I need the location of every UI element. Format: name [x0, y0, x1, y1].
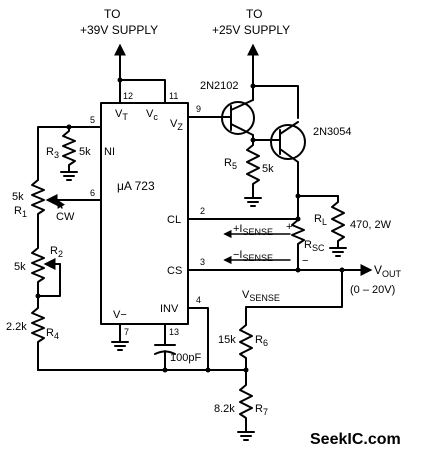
r2-value: 5k [14, 261, 26, 273]
ic-name: μA 723 [117, 179, 155, 193]
vout-range: (0 – 20V) [350, 284, 395, 296]
pin-cl-label: CL [167, 214, 181, 226]
svg-text:TO: TO [104, 7, 120, 21]
pin-9-label: 9 [196, 104, 201, 114]
r2-label: R2 [50, 245, 63, 259]
r3-label: R3 [46, 146, 59, 160]
wire-vt-vc [119, 79, 166, 104]
rsc-plus: + [286, 221, 292, 233]
resistor-r5 [246, 139, 260, 199]
ground-r3 [60, 171, 78, 181]
pin-vminus-label: V− [113, 309, 127, 321]
pin-12-label: 12 [123, 91, 133, 101]
cw-arrow [57, 199, 65, 209]
pin-6-label: 6 [90, 188, 95, 198]
svg-text:+39V SUPPLY: +39V SUPPLY [80, 23, 158, 37]
pin-7-label: 7 [124, 327, 129, 337]
pin-4-label: 4 [196, 295, 201, 305]
q2-label: 2N3054 [313, 126, 352, 138]
svg-text:TO: TO [246, 7, 262, 21]
q1-label: 2N2102 [200, 80, 239, 92]
cw-label: CW [56, 211, 75, 223]
resistor-r6 [239, 324, 253, 371]
r3-value: 5k [79, 146, 91, 158]
rsc-label: RSC [304, 239, 325, 253]
pin-13-label: 13 [169, 327, 179, 337]
junction-cs [295, 267, 301, 273]
pin-vc-label: Vc [146, 108, 158, 122]
r5-label: R5 [224, 157, 237, 171]
r6-value: 15k [218, 334, 236, 346]
rl-label: RL [314, 213, 327, 227]
junction-r2 [35, 293, 41, 299]
resistor-r1 [31, 179, 45, 241]
ground-r7 [237, 431, 255, 441]
isense-plus-label: +ISENSE [233, 223, 273, 237]
transistor-q1 [221, 99, 255, 136]
watermark: SeekIC.com [310, 431, 401, 448]
rl-value: 470, 2W [350, 219, 392, 231]
r4-label: R4 [46, 327, 59, 341]
wire-inv [187, 307, 209, 371]
isense-minus-label: −ISENSE [233, 249, 273, 263]
resistor-r3 [62, 126, 76, 173]
pin-2-label: 2 [200, 206, 205, 216]
ground-r5 [244, 197, 262, 207]
wire-ni [37, 126, 102, 181]
cap-value: 100pF [170, 352, 201, 364]
wire-vsense [245, 269, 343, 326]
junction-vt [117, 77, 123, 83]
resistor-rl [331, 195, 345, 249]
resistor-r7 [239, 369, 253, 433]
resistor-r4 [31, 297, 45, 371]
pin-cs-label: CS [167, 265, 182, 277]
rsc-minus: − [302, 255, 308, 267]
pin-vt-label: VT [115, 108, 128, 122]
junction-25v [250, 83, 256, 89]
transistor-q2 [270, 121, 306, 163]
wire-q1-collector [252, 85, 299, 119]
resistor-r2 [31, 239, 45, 299]
r7-value: 8.2k [214, 403, 235, 415]
pin-5-label: 5 [90, 115, 95, 125]
vsense-label: VSENSE [242, 289, 280, 303]
r6-label: R6 [255, 334, 268, 348]
supply-25v-label: TO +25V SUPPLY [212, 7, 290, 37]
ic-body [100, 102, 189, 325]
wire-r2-wiper [37, 263, 61, 297]
pin-11-label: 11 [169, 91, 178, 101]
pin-inv-label: INV [160, 303, 179, 315]
r5-value: 5k [262, 163, 274, 175]
supply-39v-label: TO +39V SUPPLY [80, 7, 158, 37]
r1-value: 5k [12, 191, 24, 203]
pin-vz-label: VZ [170, 118, 183, 132]
pin-3-label: 3 [200, 257, 205, 267]
junction-cl [295, 216, 301, 222]
ground-rl [329, 247, 347, 257]
r4-value: 2.2k [6, 321, 27, 333]
r1-label: R1 [14, 205, 27, 219]
vout-label: VOUT [374, 263, 402, 279]
ground-vminus [111, 341, 129, 351]
r7-label: R7 [255, 403, 268, 417]
svg-text:+25V SUPPLY: +25V SUPPLY [212, 23, 290, 37]
pin-ni-label: NI [104, 146, 115, 158]
